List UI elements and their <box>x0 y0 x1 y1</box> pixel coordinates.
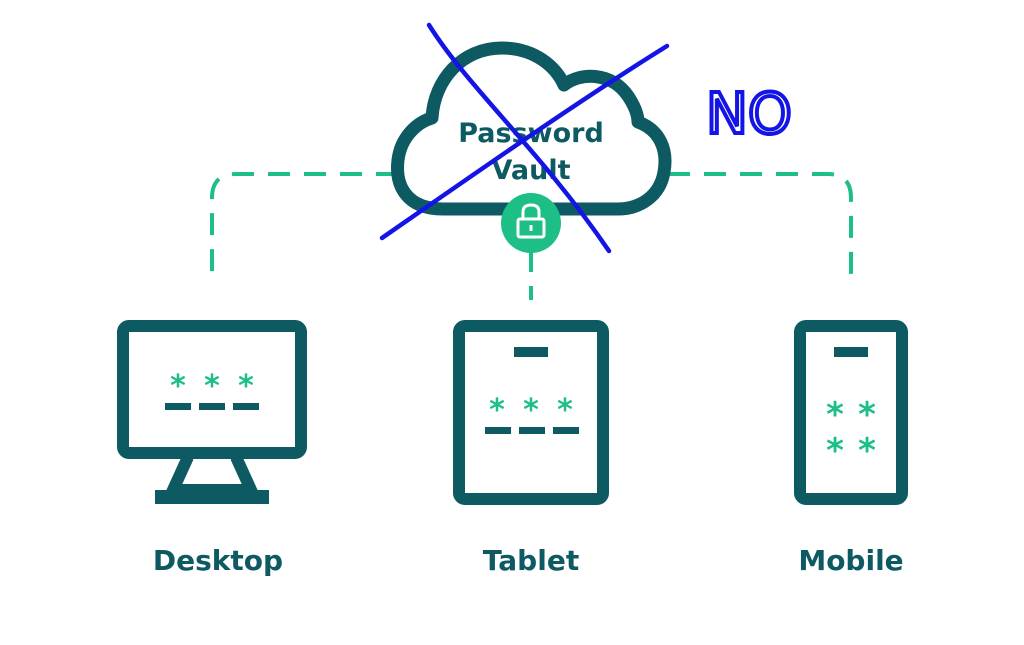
desktop-device: * * * Desktop <box>117 320 307 577</box>
connector-desktop <box>210 172 398 285</box>
mobile-phone-icon <box>794 320 908 505</box>
mobile-asterisk: * <box>858 395 876 435</box>
desktop-monitor-icon <box>117 320 307 504</box>
mobile-asterisk: * <box>826 395 844 435</box>
desktop-label: Desktop <box>153 544 283 577</box>
connector-mobile <box>668 172 853 285</box>
mobile-asterisk: * <box>858 431 876 471</box>
handwritten-annotation: NO <box>379 22 794 254</box>
mobile-device: * * * * Mobile <box>794 320 908 577</box>
connector-lines <box>210 172 853 300</box>
mobile-asterisk: * <box>826 431 844 471</box>
tablet-asterisk: * <box>489 393 505 428</box>
tablet-icon <box>453 320 609 505</box>
desktop-asterisk: * <box>204 369 220 404</box>
tablet-asterisk: * <box>557 393 573 428</box>
lock-badge-circle <box>501 193 561 253</box>
tablet-label: Tablet <box>483 544 579 577</box>
lock-icon <box>516 203 546 239</box>
tablet-asterisk: * <box>523 393 539 428</box>
lock-badge <box>501 193 561 253</box>
mobile-label: Mobile <box>798 544 903 577</box>
desktop-asterisk: * <box>170 369 186 404</box>
desktop-asterisk: * <box>238 369 254 404</box>
annotation-no-text: NO <box>706 82 792 147</box>
cross-out-stroke-2 <box>379 43 670 241</box>
cross-out-stroke-1 <box>426 22 612 254</box>
tablet-device: * * * Tablet <box>453 320 609 577</box>
